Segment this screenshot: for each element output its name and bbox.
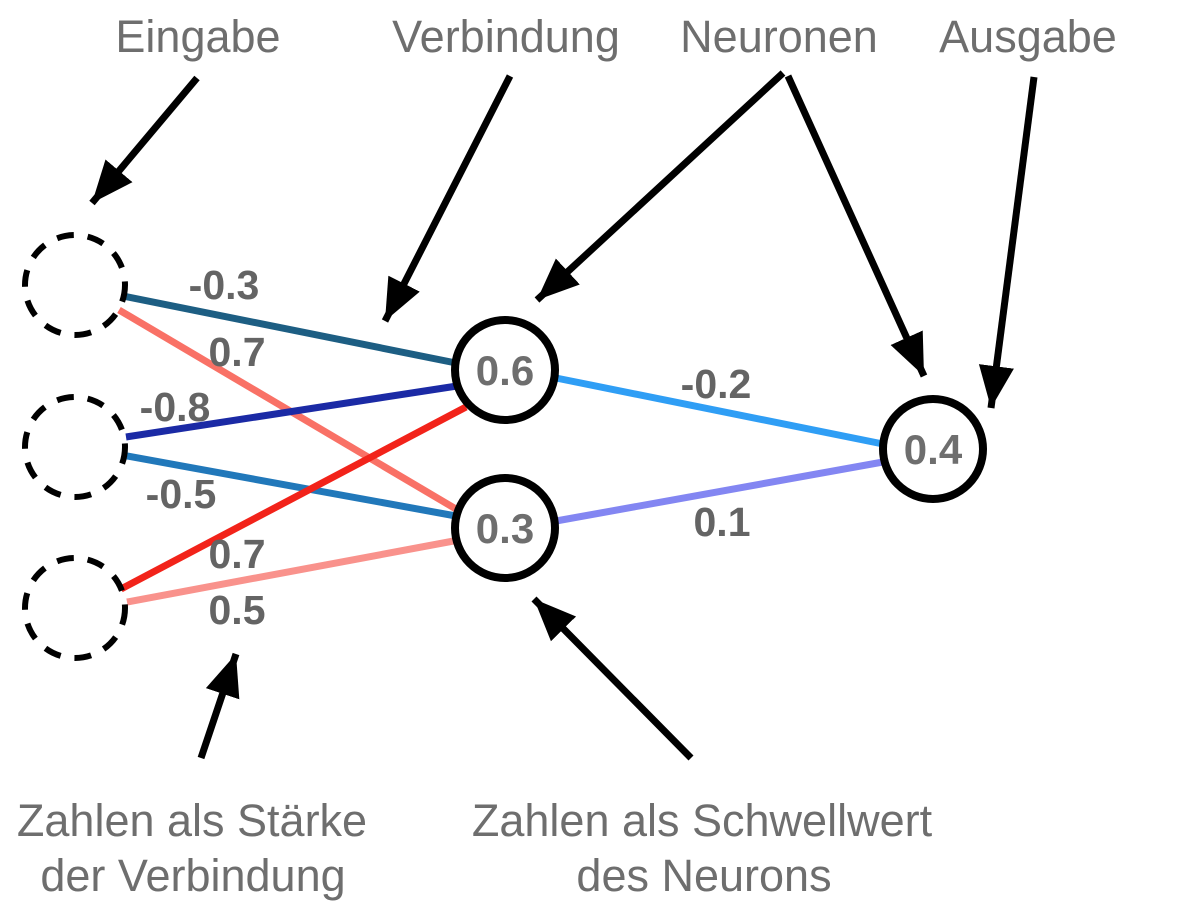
label-ausgabe: Ausgabe xyxy=(939,11,1117,62)
weight-label-input1-hidden1: -0.3 xyxy=(189,262,260,308)
input-node-3 xyxy=(22,555,128,661)
edge-input2-hidden1 xyxy=(125,382,458,441)
caption-threshold-line1: Zahlen als Schwellwert xyxy=(472,795,933,846)
caption-weights-line2: der Verbindung xyxy=(40,850,345,901)
annotation-arrows xyxy=(89,70,1038,761)
arrow-neuronen-right xyxy=(784,74,928,378)
weight-label-hidden1-output: -0.2 xyxy=(681,361,752,407)
label-eingabe: Eingabe xyxy=(115,11,280,62)
edge-input3-hidden2 xyxy=(126,536,460,606)
caption-weights-line1: Zahlen als Stärke xyxy=(17,795,367,846)
arrow-ausgabe xyxy=(978,76,1038,409)
arrow-eingabe xyxy=(89,75,200,206)
input-node-1 xyxy=(22,232,128,338)
arrow-verbindung xyxy=(381,74,514,323)
edge-input3-hidden1 xyxy=(119,403,468,593)
neuron-value-hidden2: 0.3 xyxy=(476,505,534,552)
weight-label-input2-hidden2: -0.5 xyxy=(146,471,217,517)
output-neuron xyxy=(879,395,987,503)
weight-label-input3-hidden2: 0.5 xyxy=(209,587,266,633)
weight-label-input3-hidden1: 0.7 xyxy=(209,531,266,577)
edges-hidden-to-output xyxy=(555,374,884,525)
neuron-value-output: 0.4 xyxy=(904,426,963,473)
edge-hidden2-output xyxy=(555,458,884,525)
weight-label-input1-hidden2: 0.7 xyxy=(209,329,266,375)
edge-input1-hidden1 xyxy=(122,292,457,367)
edge-input2-hidden2 xyxy=(126,452,457,520)
edges-input-to-hidden xyxy=(117,292,468,606)
arrow-neuronen-left xyxy=(534,70,786,303)
weight-label-hidden2-output: 0.1 xyxy=(694,499,751,545)
neuron-value-hidden1: 0.6 xyxy=(476,347,534,394)
input-node-2 xyxy=(22,394,128,500)
hidden-layer xyxy=(451,316,559,582)
caption-threshold-line2: des Neurons xyxy=(576,850,831,901)
label-verbindung: Verbindung xyxy=(392,11,620,62)
output-layer xyxy=(879,395,987,503)
input-layer xyxy=(22,232,128,661)
arrow-threshold-caption xyxy=(531,596,694,761)
arrow-weights-caption xyxy=(197,652,240,760)
hidden-neuron-1 xyxy=(451,316,559,424)
edge-hidden1-output xyxy=(555,374,884,448)
label-neuronen: Neuronen xyxy=(680,11,878,62)
weight-label-input2-hidden1: -0.8 xyxy=(140,384,211,430)
hidden-neuron-2 xyxy=(451,474,559,582)
